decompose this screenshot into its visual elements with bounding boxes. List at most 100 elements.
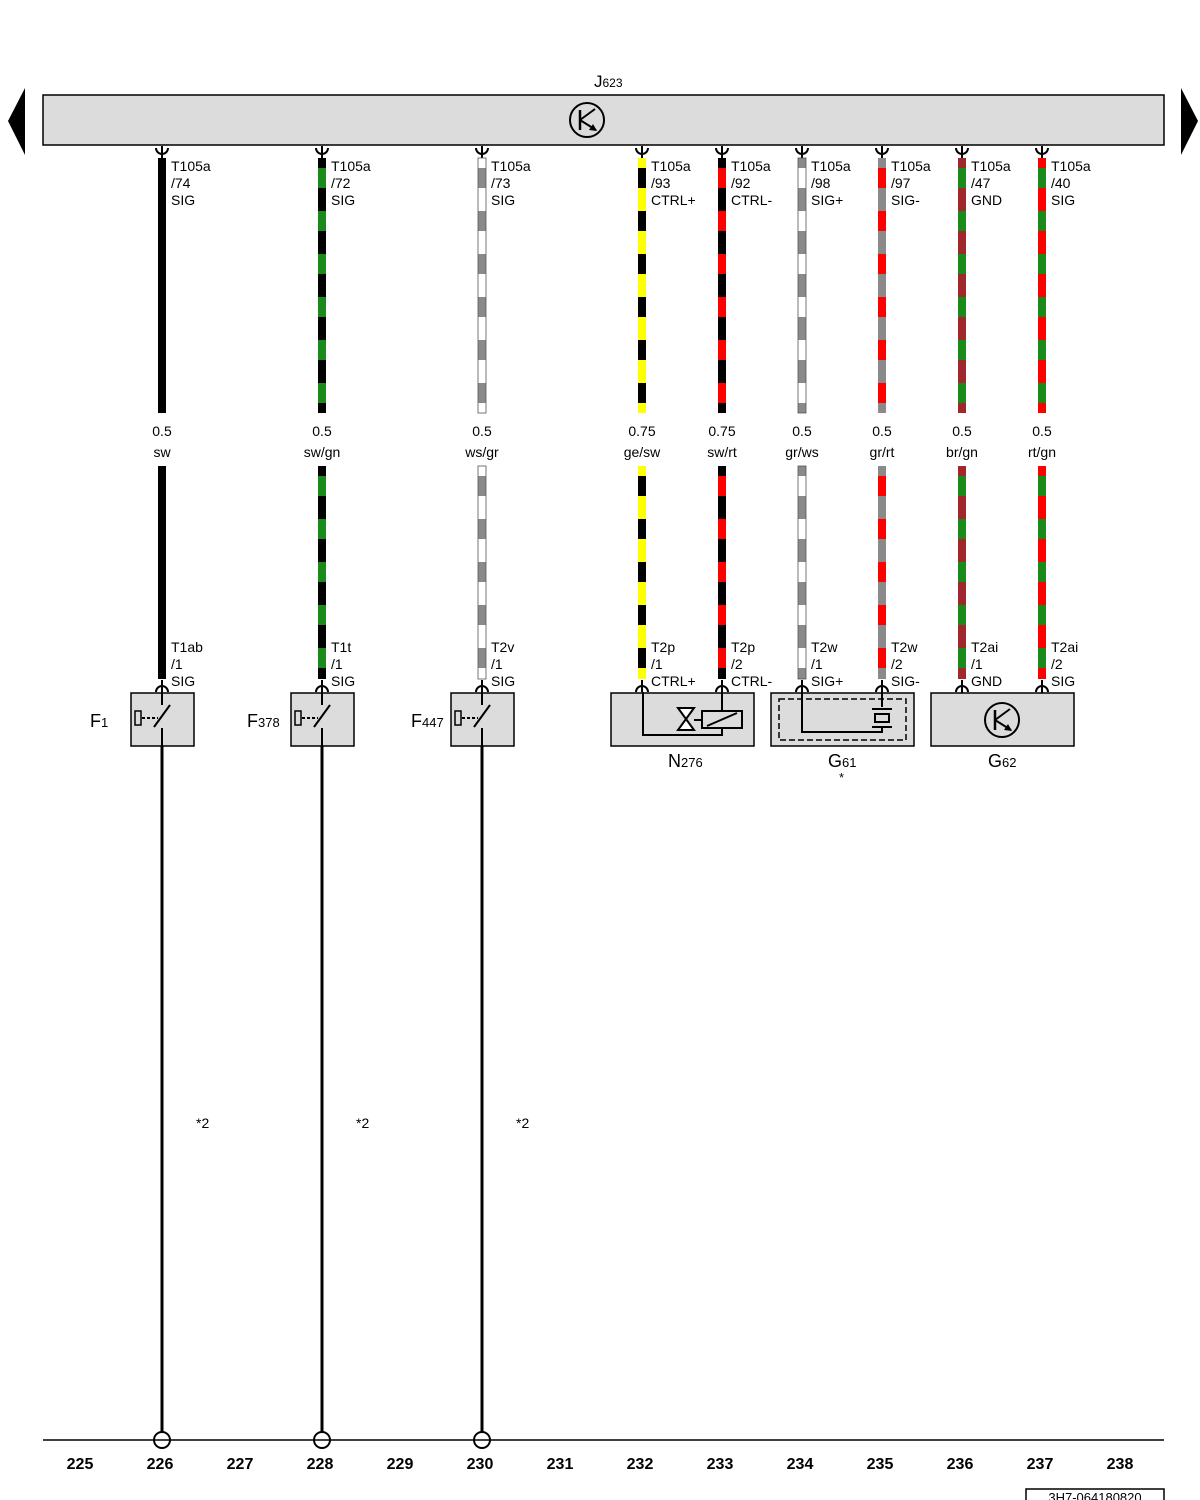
component-label-f1: F1 bbox=[90, 711, 108, 731]
track-number: 225 bbox=[67, 1456, 94, 1473]
terminal-bottom-line-1: /1 bbox=[331, 656, 343, 672]
component-f1: F1 bbox=[90, 692, 195, 747]
terminal-top-line-0: T105a bbox=[331, 158, 371, 174]
terminal-top-line-0: T105a bbox=[171, 158, 211, 174]
wire-size: 0.5 bbox=[1032, 423, 1052, 439]
wire-size: 0.5 bbox=[952, 423, 972, 439]
wire-color-code: sw/gn bbox=[304, 444, 341, 460]
terminal-bottom-line-2: SIG bbox=[171, 673, 195, 689]
terminal-bottom-line-2: CTRL+ bbox=[651, 673, 696, 689]
track-number: 233 bbox=[707, 1456, 734, 1473]
transistor-icon bbox=[569, 102, 605, 138]
track-number: 228 bbox=[307, 1456, 334, 1473]
wire-color-code: ws/gr bbox=[464, 444, 499, 460]
switch-symbols bbox=[134, 690, 491, 748]
component-label-f447: F447 bbox=[411, 711, 444, 731]
track-number: 235 bbox=[867, 1456, 894, 1473]
terminal-top-line-2: SIG+ bbox=[811, 192, 843, 208]
track-number: 230 bbox=[467, 1456, 494, 1473]
terminal-top-line-2: GND bbox=[971, 192, 1002, 208]
knock-sensor-icon bbox=[801, 692, 892, 733]
wire-size: 0.75 bbox=[628, 423, 655, 439]
component-n276: N276 bbox=[610, 692, 755, 771]
terminal-bottom-line-1: /1 bbox=[971, 656, 983, 672]
component-g62: G62 bbox=[930, 692, 1075, 771]
previous-page-arrow-icon[interactable] bbox=[8, 88, 25, 155]
track-number: 231 bbox=[547, 1456, 574, 1473]
track-number: 238 bbox=[1107, 1456, 1134, 1473]
terminal-top-line-0: T105a bbox=[971, 158, 1011, 174]
terminal-top-line-1: /72 bbox=[331, 175, 351, 191]
ground-wire: *2 bbox=[153, 746, 209, 1449]
wire-color-code: gr/rt bbox=[870, 444, 895, 460]
wire-color-code: sw bbox=[153, 444, 171, 460]
terminal-top-line-2: SIG bbox=[331, 192, 355, 208]
terminal-bottom-line-2: SIG- bbox=[891, 673, 920, 689]
terminal-bottom-line-1: /1 bbox=[171, 656, 183, 672]
track-number: 237 bbox=[1027, 1456, 1054, 1473]
terminal-bottom-line-0: T2ai bbox=[971, 639, 998, 655]
component-note-g61: * bbox=[839, 770, 844, 785]
control-unit-j623: J623 bbox=[42, 72, 1165, 146]
terminal-bottom-line-1: /2 bbox=[891, 656, 903, 672]
terminal-bottom-line-2: SIG bbox=[1051, 673, 1075, 689]
terminal-bottom-line-2: SIG+ bbox=[811, 673, 843, 689]
document-id: 3H7-064180820 bbox=[1025, 1488, 1165, 1500]
switch-icon bbox=[294, 690, 331, 748]
component-label-g62: G62 bbox=[988, 751, 1016, 771]
terminal-bottom-line-0: T1ab bbox=[171, 639, 203, 655]
terminal-bottom-line-0: T2w bbox=[891, 639, 918, 655]
switch-icon bbox=[454, 690, 491, 748]
transistor-icon bbox=[984, 702, 1020, 738]
document-id-text: 3H7-064180820 bbox=[1048, 1490, 1141, 1500]
component-f447: F447 bbox=[411, 692, 515, 747]
terminal-top-line-0: T105a bbox=[891, 158, 931, 174]
component-label-f378: F378 bbox=[247, 711, 280, 731]
terminal-bottom-line-0: T2ai bbox=[1051, 639, 1078, 655]
wire-size: 0.5 bbox=[312, 423, 332, 439]
g62-connections bbox=[961, 692, 1043, 693]
terminal-bottom-line-0: T2v bbox=[491, 639, 514, 655]
next-page-arrow-icon[interactable] bbox=[1181, 88, 1198, 155]
wire-color-code: gr/ws bbox=[785, 444, 818, 460]
wires-layer: T105a/74SIGT1ab/1SIG0.5swT105a/72SIGT1t/… bbox=[152, 146, 1091, 693]
terminal-top-line-1: /73 bbox=[491, 175, 511, 191]
terminal-bottom-line-2: GND bbox=[971, 673, 1002, 689]
ground-wire: *2 bbox=[313, 746, 369, 1449]
terminal-top-line-1: /40 bbox=[1051, 175, 1071, 191]
wire-size: 0.75 bbox=[708, 423, 735, 439]
wire-size: 0.5 bbox=[872, 423, 892, 439]
control-unit-label: J623 bbox=[594, 72, 623, 91]
terminal-bottom-line-2: SIG bbox=[491, 673, 515, 689]
wire-size: 0.5 bbox=[152, 423, 172, 439]
component-g61: G61 * bbox=[770, 692, 915, 785]
track-number: 236 bbox=[947, 1456, 974, 1473]
track-number: 229 bbox=[387, 1456, 414, 1473]
track-number: 226 bbox=[147, 1456, 174, 1473]
terminal-top-line-1: /47 bbox=[971, 175, 991, 191]
terminal-bottom-line-2: CTRL- bbox=[731, 673, 773, 689]
terminal-top-line-1: /93 bbox=[651, 175, 671, 191]
component-label-g61: G61 bbox=[828, 751, 856, 771]
terminal-top-line-1: /97 bbox=[891, 175, 911, 191]
terminal-top-line-0: T105a bbox=[651, 158, 691, 174]
switch-icon bbox=[134, 690, 171, 748]
wire-size: 0.5 bbox=[472, 423, 492, 439]
track-number: 227 bbox=[227, 1456, 254, 1473]
terminal-bottom-line-0: T2w bbox=[811, 639, 838, 655]
terminal-top-line-0: T105a bbox=[491, 158, 531, 174]
ground-lines: *2*2*2 bbox=[153, 746, 529, 1449]
component-label-n276: N276 bbox=[668, 751, 703, 771]
terminal-top-line-0: T105a bbox=[1051, 158, 1091, 174]
wire-color-code: sw/rt bbox=[707, 444, 737, 460]
